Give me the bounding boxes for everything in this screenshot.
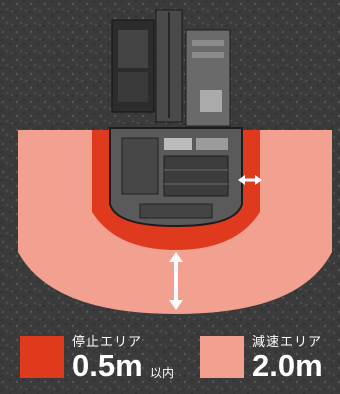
slow-zone-legend-value: 2.0m — [252, 348, 323, 383]
excavator-machine-icon — [109, 9, 243, 228]
stop-zone-legend-swatch — [20, 336, 64, 378]
stop-zone-legend-label: 停止エリア — [72, 335, 143, 350]
slow-zone-legend-label: 減速エリア — [252, 335, 323, 350]
slow-zone-legend-swatch — [200, 336, 244, 378]
stop-zone-legend-value: 0.5m — [72, 348, 143, 383]
stop-zone-legend-suffix: 以内 — [150, 366, 175, 380]
double-arrow-horizontal-icon — [238, 175, 262, 185]
double-arrow-vertical-icon — [169, 252, 183, 310]
